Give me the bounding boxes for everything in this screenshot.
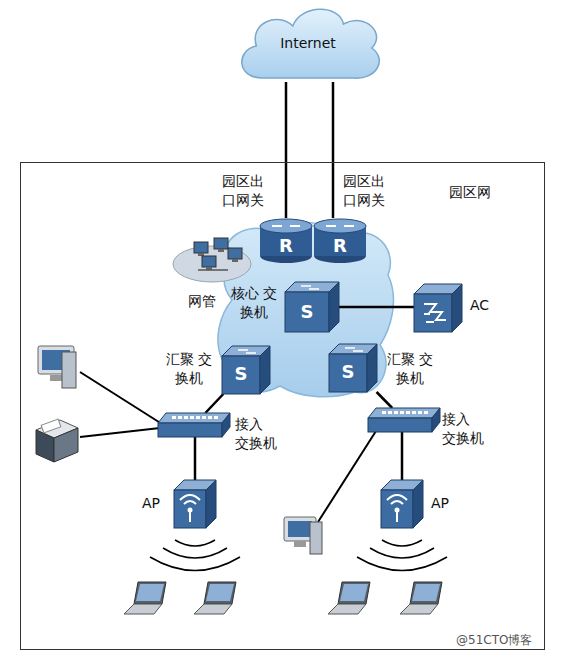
- text-holder: 接入 交换机: [235, 415, 281, 453]
- text-holder: 核心 交换机: [227, 284, 281, 322]
- ap-icon: [381, 480, 423, 528]
- node-label: 接入 交换机: [442, 410, 488, 448]
- core-switch: 核心 交换机S: [285, 282, 339, 332]
- text-holder: S: [222, 364, 260, 384]
- text-holder: 接入 交换机: [442, 410, 488, 448]
- node-label: AP: [431, 494, 449, 513]
- text-holder: 汇聚 交换机: [383, 350, 437, 388]
- ac-icon: [414, 284, 462, 332]
- node-label: 园区出 口网关: [222, 172, 268, 210]
- campus-region: 园区网园区出 口网关R园区出 口网关R网管核心 交换机SAC汇聚 交换机S汇聚 …: [20, 162, 545, 650]
- core-cloud: [218, 223, 394, 397]
- network-link: [402, 432, 403, 480]
- node-label: AP: [142, 494, 160, 513]
- aggregation-switch: 汇聚 交换机S: [329, 344, 377, 392]
- node-label: 核心 交换机: [227, 284, 281, 322]
- text-holder: 园区网: [449, 183, 491, 202]
- network-link: [333, 82, 334, 218]
- node-label: 园区网: [449, 183, 491, 202]
- gateway-router: 园区出 口网关R: [313, 218, 367, 264]
- device-letter: S: [285, 302, 329, 322]
- node-label: 汇聚 交换机: [383, 350, 437, 388]
- device-letter: R: [259, 236, 313, 256]
- node-label: 汇聚 交换机: [162, 350, 216, 388]
- access-switch: 接入 交换机: [158, 413, 230, 437]
- network-link: [195, 437, 196, 480]
- text-holder: S: [285, 302, 329, 322]
- printer: [36, 419, 78, 462]
- text-holder: R: [313, 236, 367, 256]
- device-letter: S: [329, 362, 367, 382]
- text-holder: 网管: [188, 292, 216, 311]
- node-label: 网管: [188, 292, 216, 311]
- network-link: [286, 82, 287, 218]
- aggregation-switch: 汇聚 交换机S: [222, 346, 270, 394]
- network-link: [339, 307, 414, 308]
- node-label: 园区出 口网关: [343, 172, 389, 210]
- nms-icon: [172, 236, 252, 284]
- watermark: @51CTO博客: [456, 632, 532, 649]
- gateway-router: 园区出 口网关R: [259, 218, 313, 264]
- node-label: AC: [470, 296, 489, 315]
- device-letter: R: [313, 236, 367, 256]
- laptops: [124, 582, 442, 614]
- access-switch: 接入 交换机: [368, 408, 440, 432]
- text-holder: 园区出 口网关: [343, 172, 389, 210]
- ap-node: AP: [381, 480, 423, 528]
- cloud-node: Internet: [232, 4, 384, 82]
- text-holder: AP: [431, 494, 449, 513]
- network-link: [377, 392, 393, 408]
- access-switch-icon: [158, 413, 230, 437]
- text-holder: 汇聚 交换机: [162, 350, 216, 388]
- text-holder: R: [259, 236, 313, 256]
- node-label: Internet: [232, 34, 384, 53]
- ap-node: AP: [174, 480, 216, 528]
- pc: [284, 517, 322, 554]
- text-holder: Internet: [232, 34, 384, 53]
- text-holder: AP: [142, 494, 160, 513]
- text-holder: 园区出 口网关: [222, 172, 268, 210]
- ac-node: AC: [414, 284, 462, 332]
- access-switch-icon: [368, 408, 440, 432]
- nms-node: 网管: [172, 236, 252, 284]
- node-label: 接入 交换机: [235, 415, 281, 453]
- text-holder: AC: [470, 296, 489, 315]
- text-holder: S: [329, 362, 367, 382]
- pc: [38, 346, 76, 388]
- ap-icon: [174, 480, 216, 528]
- device-letter: S: [222, 364, 260, 384]
- network-link: [205, 394, 223, 413]
- wifi-waves: [150, 540, 447, 571]
